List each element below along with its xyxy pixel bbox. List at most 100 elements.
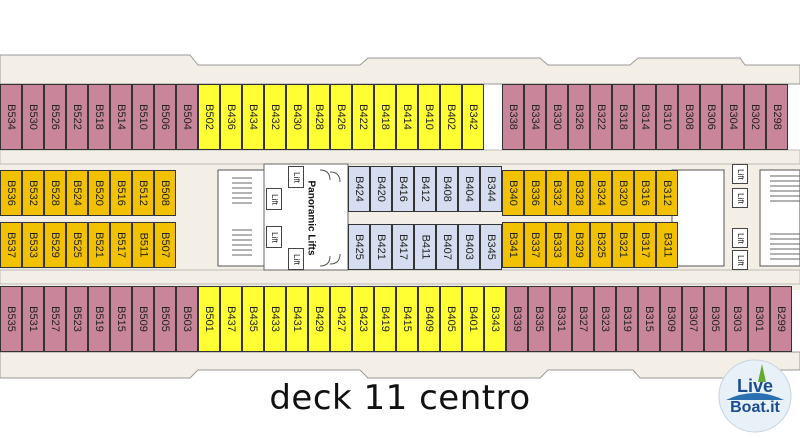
cabin-b532[interactable]: B532 (22, 170, 44, 216)
cabin-b512[interactable]: B512 (132, 170, 154, 216)
cabin-b417[interactable]: B417 (392, 224, 414, 270)
cabin-b534[interactable]: B534 (0, 84, 22, 150)
cabin-b331[interactable]: B331 (550, 286, 572, 352)
cabin-b326[interactable]: B326 (568, 84, 590, 150)
cabin-b342[interactable]: B342 (462, 84, 484, 150)
cabin-b412[interactable]: B412 (414, 166, 436, 212)
cabin-b436[interactable]: B436 (220, 84, 242, 150)
cabin-b418[interactable]: B418 (374, 84, 396, 150)
cabin-b401[interactable]: B401 (462, 286, 484, 352)
cabin-b338[interactable]: B338 (502, 84, 524, 150)
cabin-b305[interactable]: B305 (704, 286, 726, 352)
cabin-b337[interactable]: B337 (524, 222, 546, 268)
cabin-b319[interactable]: B319 (616, 286, 638, 352)
cabin-b530[interactable]: B530 (22, 84, 44, 150)
cabin-b332[interactable]: B332 (546, 170, 568, 216)
cabin-b320[interactable]: B320 (612, 170, 634, 216)
cabin-b316[interactable]: B316 (634, 170, 656, 216)
cabin-b314[interactable]: B314 (634, 84, 656, 150)
cabin-b329[interactable]: B329 (568, 222, 590, 268)
cabin-b334[interactable]: B334 (524, 84, 546, 150)
cabin-b523[interactable]: B523 (66, 286, 88, 352)
cabin-b502[interactable]: B502 (198, 84, 220, 150)
cabin-b514[interactable]: B514 (110, 84, 132, 150)
cabin-b425[interactable]: B425 (348, 224, 370, 270)
cabin-b408[interactable]: B408 (436, 166, 458, 212)
cabin-b509[interactable]: B509 (132, 286, 154, 352)
cabin-b525[interactable]: B525 (66, 222, 88, 268)
cabin-b526[interactable]: B526 (44, 84, 66, 150)
cabin-b424[interactable]: B424 (348, 166, 370, 212)
cabin-b515[interactable]: B515 (110, 286, 132, 352)
cabin-b429[interactable]: B429 (308, 286, 330, 352)
cabin-b328[interactable]: B328 (568, 170, 590, 216)
cabin-b529[interactable]: B529 (44, 222, 66, 268)
cabin-b345[interactable]: B345 (480, 224, 502, 270)
cabin-b419[interactable]: B419 (374, 286, 396, 352)
cabin-b404[interactable]: B404 (458, 166, 480, 212)
cabin-b428[interactable]: B428 (308, 84, 330, 150)
cabin-b518[interactable]: B518 (88, 84, 110, 150)
cabin-b501[interactable]: B501 (198, 286, 220, 352)
cabin-b405[interactable]: B405 (440, 286, 462, 352)
cabin-b433[interactable]: B433 (264, 286, 286, 352)
cabin-b511[interactable]: B511 (132, 222, 154, 268)
cabin-b521[interactable]: B521 (88, 222, 110, 268)
cabin-b410[interactable]: B410 (418, 84, 440, 150)
cabin-b409[interactable]: B409 (418, 286, 440, 352)
cabin-b340[interactable]: B340 (502, 170, 524, 216)
cabin-b535[interactable]: B535 (0, 286, 22, 352)
cabin-b432[interactable]: B432 (264, 84, 286, 150)
cabin-b339[interactable]: B339 (506, 286, 528, 352)
cabin-b311[interactable]: B311 (656, 222, 678, 268)
cabin-b524[interactable]: B524 (66, 170, 88, 216)
cabin-b322[interactable]: B322 (590, 84, 612, 150)
cabin-b510[interactable]: B510 (132, 84, 154, 150)
cabin-b431[interactable]: B431 (286, 286, 308, 352)
cabin-b420[interactable]: B420 (370, 166, 392, 212)
cabin-b321[interactable]: B321 (612, 222, 634, 268)
cabin-b312[interactable]: B312 (656, 170, 678, 216)
cabin-b519[interactable]: B519 (88, 286, 110, 352)
cabin-b437[interactable]: B437 (220, 286, 242, 352)
cabin-b307[interactable]: B307 (682, 286, 704, 352)
cabin-b308[interactable]: B308 (678, 84, 700, 150)
cabin-b333[interactable]: B333 (546, 222, 568, 268)
cabin-b304[interactable]: B304 (722, 84, 744, 150)
cabin-b336[interactable]: B336 (524, 170, 546, 216)
cabin-b335[interactable]: B335 (528, 286, 550, 352)
cabin-b344[interactable]: B344 (480, 166, 502, 212)
cabin-b402[interactable]: B402 (440, 84, 462, 150)
cabin-b318[interactable]: B318 (612, 84, 634, 150)
cabin-b528[interactable]: B528 (44, 170, 66, 216)
cabin-b506[interactable]: B506 (154, 84, 176, 150)
cabin-b504[interactable]: B504 (176, 84, 198, 150)
cabin-b503[interactable]: B503 (176, 286, 198, 352)
cabin-b317[interactable]: B317 (634, 222, 656, 268)
cabin-b531[interactable]: B531 (22, 286, 44, 352)
cabin-b536[interactable]: B536 (0, 170, 22, 216)
cabin-b302[interactable]: B302 (744, 84, 766, 150)
cabin-b533[interactable]: B533 (22, 222, 44, 268)
cabin-b430[interactable]: B430 (286, 84, 308, 150)
cabin-b520[interactable]: B520 (88, 170, 110, 216)
cabin-b303[interactable]: B303 (726, 286, 748, 352)
cabin-b407[interactable]: B407 (436, 224, 458, 270)
cabin-b537[interactable]: B537 (0, 222, 22, 268)
cabin-b301[interactable]: B301 (748, 286, 770, 352)
cabin-b327[interactable]: B327 (572, 286, 594, 352)
cabin-b508[interactable]: B508 (154, 170, 176, 216)
cabin-b522[interactable]: B522 (66, 84, 88, 150)
cabin-b411[interactable]: B411 (414, 224, 436, 270)
cabin-b299[interactable]: B299 (770, 286, 792, 352)
cabin-b309[interactable]: B309 (660, 286, 682, 352)
cabin-b341[interactable]: B341 (502, 222, 524, 268)
cabin-b516[interactable]: B516 (110, 170, 132, 216)
cabin-b310[interactable]: B310 (656, 84, 678, 150)
cabin-b434[interactable]: B434 (242, 84, 264, 150)
cabin-b324[interactable]: B324 (590, 170, 612, 216)
cabin-b427[interactable]: B427 (330, 286, 352, 352)
cabin-b426[interactable]: B426 (330, 84, 352, 150)
cabin-b306[interactable]: B306 (700, 84, 722, 150)
cabin-b315[interactable]: B315 (638, 286, 660, 352)
